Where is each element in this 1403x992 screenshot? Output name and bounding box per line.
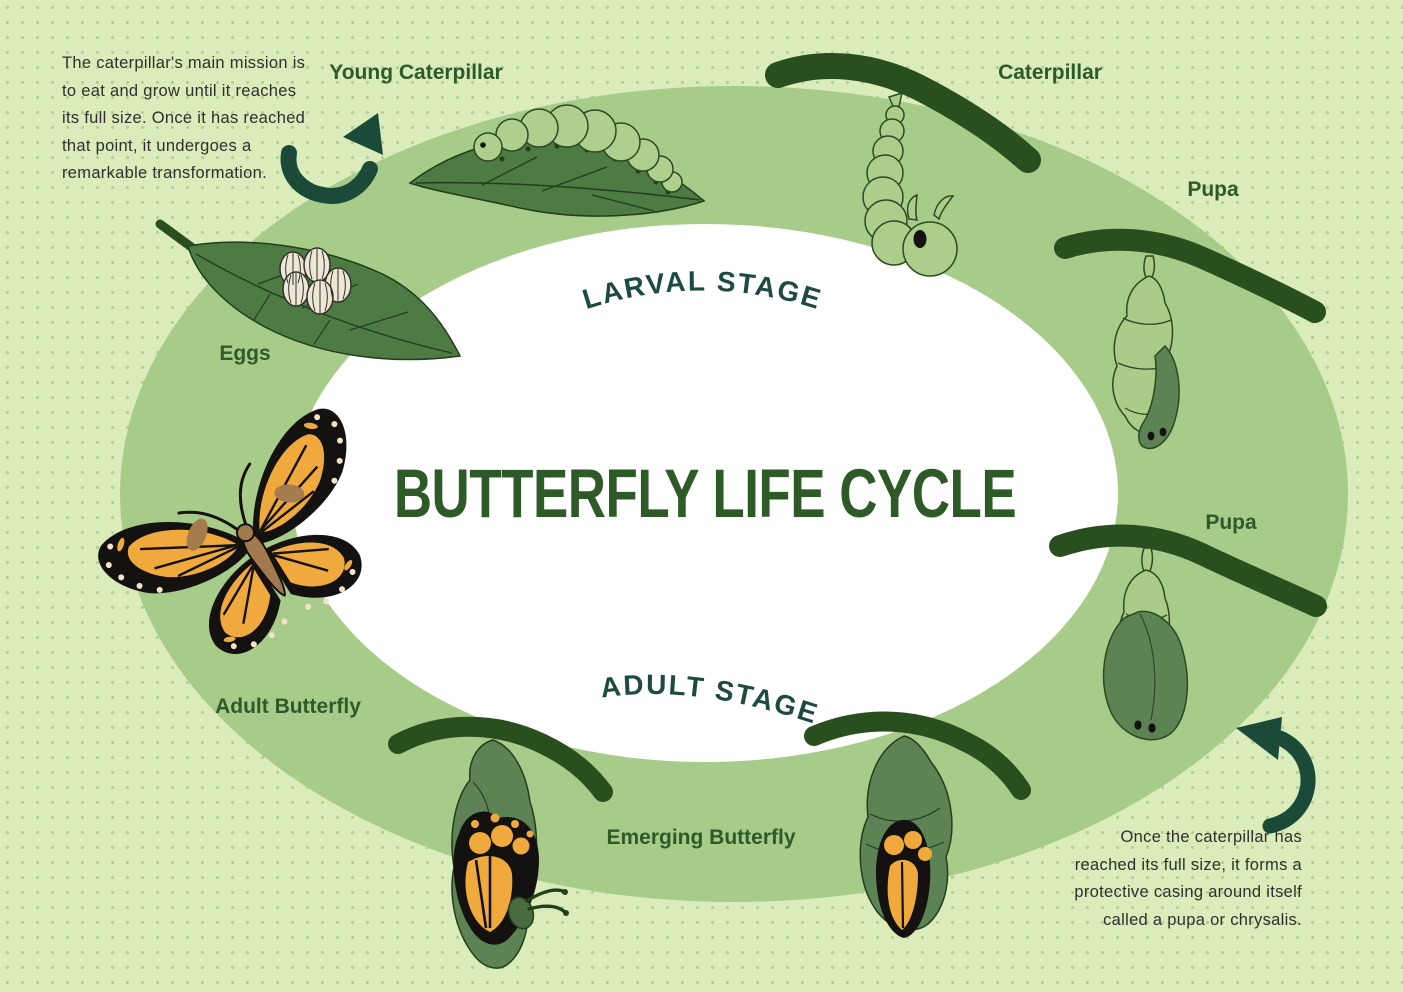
svg-text:ADULT STAGE: ADULT STAGE <box>599 669 823 730</box>
svg-text:LARVAL STAGE: LARVAL STAGE <box>579 265 826 315</box>
curved-arrow-up-right-icon <box>280 113 383 205</box>
label-pupa-top: Pupa <box>1187 178 1239 201</box>
wing-dots <box>105 414 356 650</box>
larval-stage-arc-label: LARVAL STAGE <box>579 265 826 315</box>
emerging-butterfly-left-illustration <box>388 716 613 969</box>
note-line: its full size. Once it has reached <box>62 109 306 127</box>
pupa-note: Once the caterpillar has reached its ful… <box>998 824 1302 934</box>
note-line: Once the caterpillar has <box>1120 828 1302 846</box>
note-line: remarkable transformation. <box>62 164 267 182</box>
label-pupa-mid: Pupa <box>1205 511 1257 534</box>
adult-stage-text: ADULT STAGE <box>599 669 821 730</box>
pupa-dark-illustration <box>1049 524 1327 741</box>
emerging-butterfly-right-illustration <box>804 711 1031 938</box>
label-emerging-butterfly: Emerging Butterfly <box>606 826 796 849</box>
adult-stage-arc-label: ADULT STAGE <box>599 669 823 730</box>
label-eggs: Eggs <box>219 342 271 365</box>
adult-butterfly-illustration <box>98 408 362 655</box>
note-line: protective casing around itself <box>1074 883 1302 901</box>
note-line: to eat and grow until it reaches <box>62 81 297 100</box>
caterpillar-note: The caterpillar's main mission is to eat… <box>62 50 312 188</box>
note-line: called a pupa or chrysalis. <box>1103 910 1302 929</box>
note-line: that point, it undergoes a <box>62 136 252 155</box>
note-line: The caterpillar's main mission is <box>62 54 306 72</box>
page-title: BUTTERFLY LIFE CYCLE <box>393 455 1017 533</box>
label-adult-butterfly: Adult Butterfly <box>215 695 361 718</box>
caterpillar-illustration <box>765 52 1041 277</box>
larval-stage-text: LARVAL STAGE <box>579 265 824 315</box>
young-caterpillar <box>473 104 683 195</box>
label-caterpillar: Caterpillar <box>998 61 1102 84</box>
young-caterpillar-illustration <box>408 104 706 217</box>
eggs-illustration <box>155 219 462 361</box>
pupa-light-illustration <box>1054 228 1326 450</box>
curved-arrow-left-icon <box>1236 717 1316 834</box>
note-line: reached its full size, it forms a <box>1074 855 1302 874</box>
label-young-caterpillar: Young Caterpillar <box>329 61 503 84</box>
